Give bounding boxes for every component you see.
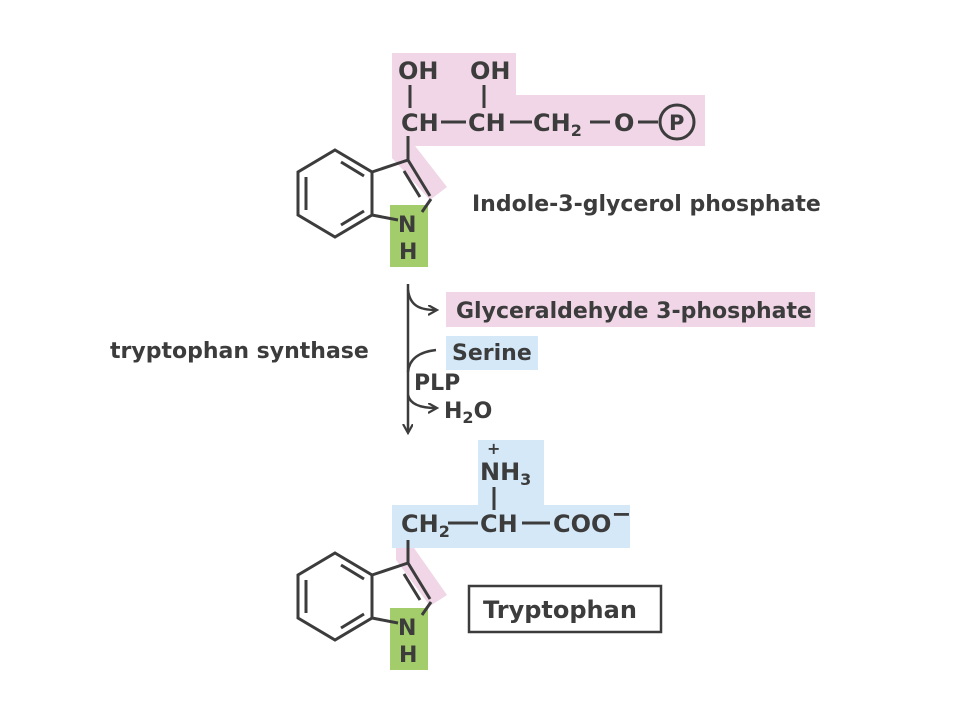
nh-h-label-bottom: H [399, 643, 417, 668]
ch2-label-bottom: CH2 [401, 510, 450, 541]
nh-h-label: H [399, 240, 417, 265]
substrate-name: Indole-3-glycerol phosphate [472, 192, 821, 217]
serine-label: Serine [452, 341, 532, 366]
coo-label: COO− [553, 500, 632, 538]
nh3-label: NH3 [480, 458, 531, 489]
nh-n-label: N [398, 213, 416, 238]
serine-in-arc [406, 348, 437, 373]
ch-label-2: CH [468, 109, 506, 137]
glycerol-phosphate-highlight [392, 53, 705, 200]
g3p-label: Glyceraldehyde 3-phosphate [456, 299, 812, 324]
indole-ring [296, 148, 433, 239]
ring-bond-highlight [396, 548, 447, 606]
alanyl-highlight [392, 440, 630, 548]
water-out-arrow [406, 394, 436, 408]
phosphate-label: P [669, 111, 684, 135]
nh-highlight-bottom [390, 608, 428, 670]
ch2-label: CH2 [533, 109, 582, 140]
product-out-arrow [406, 289, 436, 310]
tryptophan-name-box [467, 584, 663, 634]
substrate-molecule: OH OH CH CH CH2 O P N H Indole-3-glycero… [296, 53, 821, 267]
plp-label: PLP [414, 371, 460, 396]
water-label: H2O [444, 399, 492, 427]
nh-n-label-bottom: N [398, 616, 416, 641]
oh-label-1: OH [398, 57, 439, 85]
phosphate-circle [658, 103, 696, 141]
oxygen-label: O [614, 109, 634, 137]
oh-label-2: OH [470, 57, 511, 85]
nh-highlight [390, 205, 428, 267]
ch-label-bottom: CH [480, 510, 518, 538]
plus-charge: + [487, 439, 500, 458]
product-name: Tryptophan [483, 596, 637, 624]
reaction-step: Glyceraldehyde 3-phosphate Serine trypto… [110, 284, 815, 432]
enzyme-label: tryptophan synthase [110, 339, 369, 364]
indole-ring-bottom [296, 551, 433, 642]
product-molecule: + NH3 CH2 CH COO− N H Tryptophan [296, 439, 663, 670]
serine-highlight [446, 336, 538, 370]
g3p-highlight [446, 292, 815, 327]
ch-label-1: CH [401, 109, 439, 137]
